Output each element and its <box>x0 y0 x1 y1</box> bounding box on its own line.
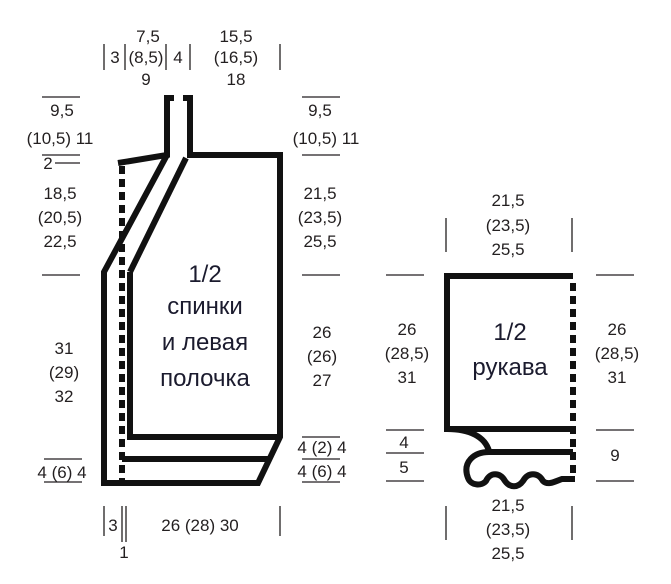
dim-label: 7,5 <box>136 27 160 46</box>
sleeve-title-line: 1/2 <box>493 319 526 346</box>
body-title-line: 1/2 <box>188 261 221 288</box>
dim-label: 4 <box>399 433 408 452</box>
dim-label: 3 <box>110 48 119 67</box>
sleeve-piece-outline <box>444 273 576 490</box>
dim-label: (23,5) <box>298 208 342 227</box>
dim-label: (20,5) <box>38 208 82 227</box>
body-piece-title: 1/2 спинки и левая полочка <box>160 261 250 392</box>
sleeve-piece-title: 1/2 рукава <box>472 319 548 381</box>
body-title-line: полочка <box>160 365 250 392</box>
dim-label: 32 <box>55 387 74 406</box>
right-dimensions: 9,5 (10,5) 11 21,5 (23,5) 25,5 26 (26) 2… <box>293 96 360 483</box>
dim-label: 9 <box>610 446 619 465</box>
dim-label: 9,5 <box>308 101 332 120</box>
body-piece-outline <box>101 95 283 486</box>
dim-label: (8,5) <box>129 48 164 67</box>
dim-label: 22,5 <box>43 232 76 251</box>
dim-label: 18 <box>227 70 246 89</box>
left-dimensions: 9,5 (10,5) 11 2 18,5 (20,5) 22,5 31 (29)… <box>27 96 94 483</box>
body-title-line: спинки <box>167 293 243 320</box>
dim-label: (29) <box>49 363 79 382</box>
sleeve-dimensions: 21,5 (23,5) 25,5 26 (28,5) 31 26 (28,5) … <box>385 191 639 563</box>
dim-label: 25,5 <box>491 544 524 563</box>
dim-label: (26) <box>307 347 337 366</box>
dim-label: 9,5 <box>50 101 74 120</box>
dim-label: 25,5 <box>491 240 524 259</box>
dim-label: 26 (28) 30 <box>161 516 239 535</box>
dim-label: 9 <box>141 70 150 89</box>
body-title-line: и левая <box>162 329 248 356</box>
dim-label: 18,5 <box>43 184 76 203</box>
dim-label: (23,5) <box>486 520 530 539</box>
dim-label: 1 <box>119 543 128 562</box>
dim-label: (10,5) 11 <box>27 129 94 148</box>
dim-label: 2 <box>43 154 52 173</box>
dim-label: 26 <box>608 320 627 339</box>
dim-label: 4 <box>173 48 182 67</box>
dim-label: 21,5 <box>491 496 524 515</box>
dim-label: (28,5) <box>595 344 639 363</box>
dim-label: 4 (2) 4 <box>297 438 346 457</box>
dim-label: (16,5) <box>214 48 258 67</box>
dim-label: 26 <box>398 320 417 339</box>
dim-label: 15,5 <box>219 27 252 46</box>
dim-label: (23,5) <box>486 216 530 235</box>
dim-label: 31 <box>398 368 417 387</box>
dim-label: 5 <box>399 458 408 477</box>
dim-label: 31 <box>608 368 627 387</box>
dim-label: 21,5 <box>303 184 336 203</box>
dim-label: 4 (6) 4 <box>37 463 86 482</box>
sleeve-title-line: рукава <box>472 354 548 381</box>
dim-label: 4 (6) 4 <box>297 462 346 481</box>
dim-label: 26 <box>313 323 332 342</box>
dim-label: 27 <box>313 371 332 390</box>
dim-label: 3 <box>108 516 117 535</box>
dim-label: (28,5) <box>385 344 429 363</box>
bottom-dimensions: 3 26 (28) 30 1 <box>103 506 281 562</box>
top-dimensions: 3 7,5 (8,5) 9 4 15,5 (16,5) 18 <box>103 27 281 89</box>
dim-label: 31 <box>55 339 74 358</box>
dim-label: 21,5 <box>491 191 524 210</box>
dim-label: 25,5 <box>303 232 336 251</box>
dim-label: (10,5) 11 <box>293 129 360 148</box>
